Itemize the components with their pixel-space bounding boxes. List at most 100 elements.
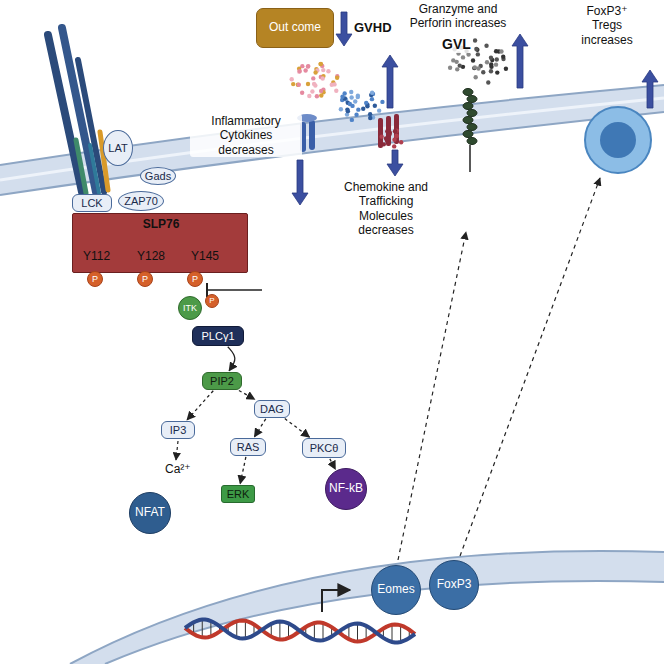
node-circle: P bbox=[187, 271, 203, 287]
molecule-dot bbox=[312, 82, 316, 86]
treg-nucleus bbox=[600, 122, 636, 158]
molecule-dot bbox=[330, 82, 334, 86]
node-text: Y128 bbox=[137, 250, 165, 264]
perforin-stalk bbox=[467, 138, 477, 145]
node-text: PIP2 bbox=[210, 375, 234, 388]
node-text: DAG bbox=[260, 403, 284, 416]
molecule-dot bbox=[306, 64, 310, 68]
molecule-dot bbox=[473, 75, 477, 79]
molecule-dot bbox=[394, 134, 398, 138]
molecule-dot bbox=[365, 104, 369, 108]
molecule-dot bbox=[370, 97, 374, 101]
molecule-dot bbox=[385, 139, 389, 143]
molecule-dot bbox=[346, 109, 350, 113]
node-text: NFAT bbox=[135, 506, 165, 520]
node-circle: P bbox=[87, 271, 103, 287]
molecule-dot bbox=[306, 64, 310, 68]
molecule-dot bbox=[298, 69, 302, 73]
node-text: RAS bbox=[237, 441, 260, 454]
molecule-dot bbox=[474, 47, 478, 51]
pathway-arrow bbox=[254, 419, 265, 437]
node-text: NF-kB bbox=[329, 482, 363, 496]
molecule-dot bbox=[297, 70, 301, 74]
molecule-dot bbox=[382, 142, 386, 146]
molecule-dot bbox=[300, 91, 304, 95]
node-box: IP3 bbox=[161, 421, 195, 439]
molecule-dot bbox=[291, 82, 295, 86]
tcr-complex bbox=[48, 28, 108, 193]
cd3-chain bbox=[76, 140, 86, 193]
nuclear-envelope bbox=[70, 551, 664, 664]
molecule-dot bbox=[495, 70, 499, 74]
node-text: P bbox=[92, 274, 98, 284]
perforin-stem bbox=[469, 145, 471, 172]
pathway-arrow bbox=[228, 347, 235, 371]
receptor-part bbox=[309, 120, 315, 150]
molecule-dot bbox=[334, 89, 338, 93]
molecule-dot bbox=[318, 62, 322, 66]
molecule-dot bbox=[335, 76, 339, 80]
molecule-dot bbox=[380, 100, 384, 104]
molecule-dot bbox=[448, 65, 452, 69]
node-box: LAT bbox=[103, 130, 133, 166]
perforin-stalk bbox=[463, 117, 473, 124]
node-text: P bbox=[209, 296, 214, 305]
molecule-dot bbox=[303, 68, 307, 72]
molecule-dot bbox=[339, 107, 343, 111]
treg-cell bbox=[585, 107, 651, 173]
molecule-dot bbox=[321, 68, 325, 72]
annotation-label: FoxP3⁺ Tregs increases bbox=[568, 4, 646, 47]
node-box: PKCθ bbox=[302, 438, 346, 458]
node-text: PLCγ1 bbox=[201, 330, 234, 343]
molecule-dot bbox=[361, 107, 365, 111]
molecule-dot bbox=[321, 76, 325, 80]
molecule-dot bbox=[313, 70, 317, 74]
annotation-label: Inflammatory Cytokines decreases bbox=[190, 114, 302, 157]
node-box: PIP2 bbox=[202, 372, 242, 390]
perforin-stalk bbox=[467, 96, 477, 103]
annotation-label: Chemokine and Trafficking Molecules decr… bbox=[330, 180, 442, 238]
pathway-arrow bbox=[239, 390, 255, 399]
node-text: P bbox=[142, 274, 148, 284]
dna-rung bbox=[392, 625, 393, 642]
molecule-dot bbox=[356, 94, 360, 98]
pathway-arrow bbox=[330, 459, 336, 469]
inhibition-line bbox=[207, 289, 262, 291]
node-text: Gads bbox=[145, 170, 171, 183]
annotation-label: GVHD bbox=[352, 20, 394, 36]
change-arrow bbox=[642, 70, 658, 108]
node-text: LAT bbox=[108, 142, 127, 155]
dashed-arrow bbox=[398, 232, 466, 560]
node-text: P bbox=[192, 274, 198, 284]
node-circle: NFAT bbox=[129, 492, 171, 534]
dna-rung bbox=[279, 622, 280, 640]
dna-rung bbox=[357, 624, 358, 642]
node-box: ERK bbox=[221, 485, 255, 503]
perforin-stalk bbox=[463, 89, 473, 96]
molecule-dot bbox=[319, 89, 323, 93]
molecule-dot bbox=[379, 134, 383, 138]
molecule-dot bbox=[499, 49, 503, 53]
node-box: DAG bbox=[254, 400, 290, 418]
dashed-arrow bbox=[460, 178, 600, 556]
annotation-label: GVL bbox=[440, 36, 473, 53]
molecule-dot bbox=[306, 82, 310, 86]
molecule-dot bbox=[296, 82, 300, 86]
molecule-dot bbox=[466, 52, 470, 56]
perforin-stalk bbox=[463, 103, 473, 110]
molecule-dot bbox=[340, 95, 344, 99]
pathway-arrow bbox=[240, 457, 246, 484]
molecule-dot bbox=[392, 144, 396, 148]
node-circle: Eomes bbox=[371, 565, 421, 615]
molecule-dot bbox=[349, 95, 353, 99]
molecule-dot bbox=[399, 140, 403, 144]
promoter-arrow bbox=[322, 590, 350, 612]
molecule-dot bbox=[354, 113, 358, 117]
change-arrow bbox=[292, 160, 308, 205]
node-box: ZAP70 bbox=[118, 191, 164, 211]
cd3-chain bbox=[90, 145, 99, 193]
molecule-dot bbox=[489, 56, 493, 60]
drawn-details bbox=[185, 12, 658, 642]
node-box: Out come bbox=[256, 8, 334, 48]
